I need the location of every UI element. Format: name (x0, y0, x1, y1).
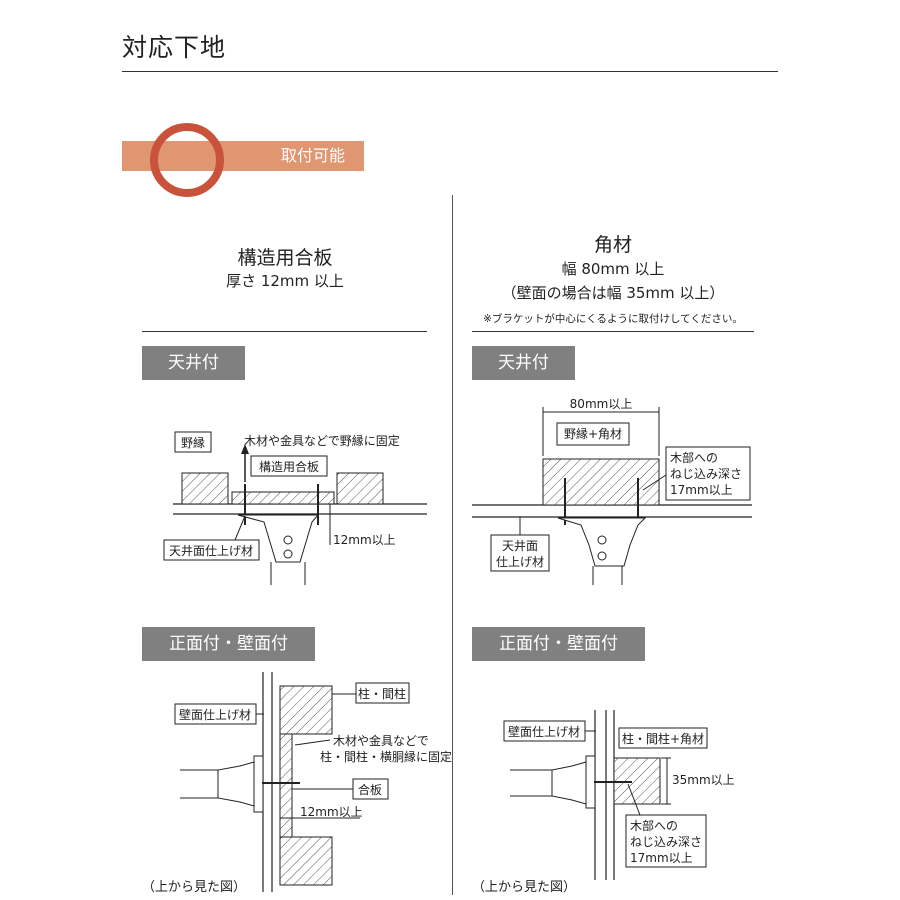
right-wall-diagram: 壁面仕上げ材 柱・間柱+角材 35mm以上 木部への ねじ込み深さ 17mm以上 (503, 710, 735, 880)
finish-label: 壁面仕上げ材 (179, 707, 251, 722)
finish-label-1: 天井面 (502, 539, 538, 553)
left-wall-tag: 正面付・壁面付 (142, 627, 315, 661)
noen-label: 野縁 (181, 435, 205, 450)
finish-leader (234, 515, 246, 541)
fix-note-2: 柱・間柱・横胴縁に固定 (320, 749, 452, 764)
bracket-plate (585, 755, 596, 809)
plywood-subtitle: 厚さ 12mm 以上 (226, 272, 344, 290)
plywood-strip (231, 491, 335, 505)
depth-label-box (665, 446, 751, 501)
left-view-caption: （上から見た図） (142, 880, 247, 895)
pillar-label: 柱・間柱 (358, 686, 406, 701)
noen-kakuzai-box (556, 422, 630, 446)
noen-block-left (181, 472, 229, 505)
plywood-label: 構造用合板 (259, 459, 319, 474)
bracket-body (237, 514, 320, 563)
lumber-block (542, 458, 660, 506)
lumber-subtitle: 幅 80mm 以上 (561, 260, 665, 278)
depth-label-2: ねじ込み深さ (670, 467, 742, 481)
plywood-label-box (250, 455, 328, 477)
pillar-label-box (355, 682, 410, 704)
finish-label: 天井面仕上げ材 (169, 544, 253, 558)
finish-label-2: 仕上げ材 (496, 555, 544, 569)
page-title: 対応下地 (122, 33, 227, 62)
finish-label: 壁面仕上げ材 (508, 724, 580, 739)
depth-leader (642, 474, 667, 491)
noen-kakuzai-label: 野縁+角材 (564, 426, 622, 441)
pillar-bottom (279, 836, 333, 886)
bracket-hole-1 (283, 535, 293, 545)
depth-label-3: 17mm以上 (630, 851, 693, 865)
pillar-label: 柱・間柱+角材 (622, 731, 704, 746)
left-wall-diagram: 壁面仕上げ材 柱・間柱 木材や金具などで 柱・間柱・横胴縁に固定 合板 12mm… (174, 672, 452, 892)
depth-label-box (625, 814, 707, 868)
lumber-title: 角材 (593, 234, 632, 256)
noen-label-box (174, 431, 212, 453)
column-divider (452, 195, 453, 895)
bracket-center-note: ※ブラケットが中心にくるように取付けしてください。 (483, 313, 743, 325)
bracket-hole-2 (597, 551, 607, 561)
right-header-rule (472, 331, 754, 332)
plywood-label: 合板 (358, 782, 382, 797)
plywood-title: 構造用合板 (237, 247, 333, 269)
depth-label-3: 17mm以上 (670, 483, 733, 497)
right-ceiling-diagram: 80mm以上 野縁+角材 木部への ねじ込み深さ 17mm以上 天井面 仕上げ材 (472, 397, 752, 585)
right-view-caption: （上から見た図） (472, 880, 577, 895)
bracket-hole-1 (597, 535, 607, 545)
bracket-arm (217, 761, 255, 807)
ok-circle-icon (150, 123, 224, 197)
bracket-arm (551, 761, 587, 805)
fix-leader (294, 739, 331, 746)
lumber-wall-note: （壁面の場合は幅 35mm 以上） (501, 284, 725, 302)
pillar-label-box (618, 727, 708, 749)
title-divider (122, 71, 778, 72)
left-ceiling-diagram: 野縁 木材や金具などで野縁に固定 構造用合板 天井面仕上げ材 12mm以上 (163, 431, 427, 585)
noen-block-right (336, 472, 384, 505)
finish-label-box (490, 534, 550, 572)
depth-label-1: 木部への (670, 450, 718, 465)
fix-note-label: 木材や金具などで野縁に固定 (244, 433, 400, 448)
thickness-label: 12mm以上 (300, 805, 363, 819)
left-ceiling-tag: 天井付 (142, 346, 245, 380)
width-label: 35mm以上 (672, 773, 735, 787)
depth-label-2: ねじ込み深さ (630, 835, 702, 849)
right-ceiling-tag: 天井付 (472, 346, 575, 380)
right-wall-tag: 正面付・壁面付 (472, 627, 645, 661)
fix-arrow-head (241, 444, 249, 454)
mountable-label: 取付可能 (280, 146, 345, 165)
pillar-top (279, 685, 333, 735)
depth-leader (627, 783, 641, 816)
depth-label-1: 木部への (630, 818, 678, 833)
width-label: 80mm以上 (570, 397, 633, 411)
finish-label-box (163, 539, 260, 561)
left-header-rule (142, 331, 427, 332)
fix-note-1: 木材や金具などで (333, 733, 429, 748)
thickness-label: 12mm以上 (333, 533, 396, 547)
bracket-plate (253, 755, 264, 813)
bracket-hole-2 (283, 549, 293, 559)
plywood-vertical (279, 733, 293, 838)
